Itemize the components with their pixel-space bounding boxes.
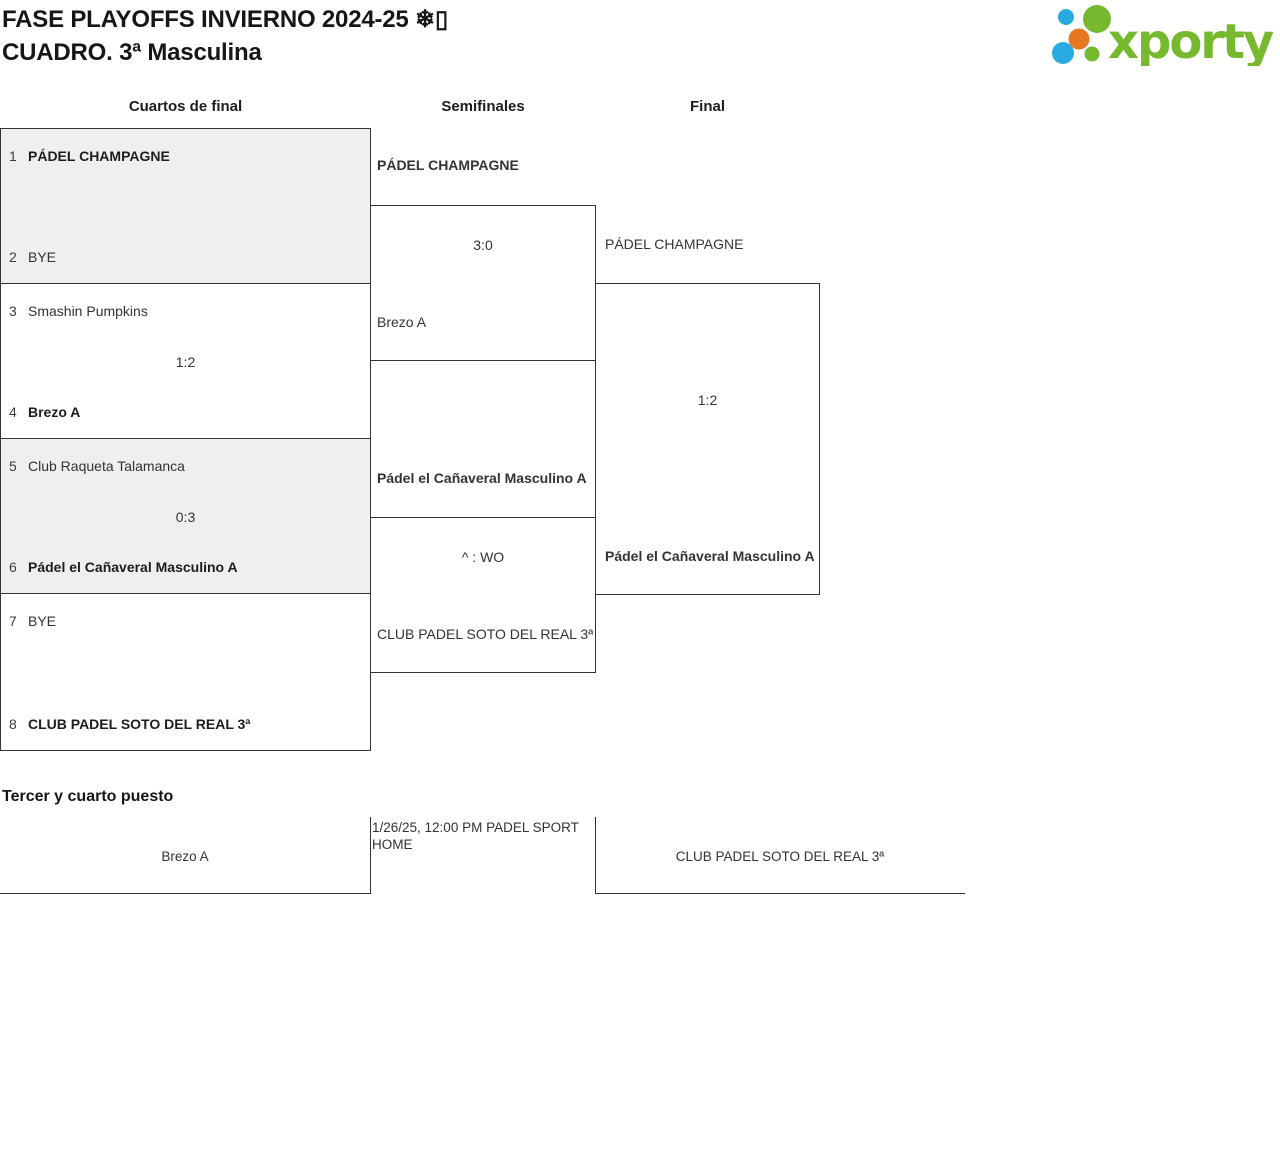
sf1-team-top: PÁDEL CHAMPAGNE xyxy=(377,157,519,173)
qf1-seed-bottom: 2 xyxy=(9,249,17,265)
qf2-team-bottom-name: Brezo A xyxy=(28,404,81,420)
qf2-seed-bottom: 4 xyxy=(9,404,17,420)
sf2-score: ^ : WO xyxy=(461,549,505,565)
logo-dot-green-large xyxy=(1083,5,1111,33)
qf2-seed-top: 3 xyxy=(9,303,17,319)
final-score: 1:2 xyxy=(697,392,718,408)
qf2-team-top: 3 Smashin Pumpkins xyxy=(9,302,364,320)
qf3-team-bottom-name: Pádel el Cañaveral Masculino A xyxy=(28,559,238,575)
round-header-final: Final xyxy=(689,98,725,115)
qf4-seed-bottom: 8 xyxy=(9,716,17,732)
qf3-team-top-name: Club Raqueta Talamanca xyxy=(28,458,185,474)
third-place-baseline-right xyxy=(595,893,965,894)
sf1-score: 3:0 xyxy=(473,237,493,253)
round-header-semifinals: Semifinales xyxy=(441,98,525,115)
qf2-team-top-name: Smashin Pumpkins xyxy=(28,303,148,319)
qf3-score: 0:3 xyxy=(175,509,196,525)
qf4-team-top: 7 BYE xyxy=(9,612,364,630)
qf4-seed-top: 7 xyxy=(9,613,17,629)
qf3-team-bottom: 6 Pádel el Cañaveral Masculino A xyxy=(9,558,364,576)
sf2-team-top: Pádel el Cañaveral Masculino A xyxy=(377,470,587,486)
qf1-team-top-name: PÁDEL CHAMPAGNE xyxy=(28,148,170,164)
sf-match-2-box xyxy=(370,517,596,673)
qf1-team-bottom-name: BYE xyxy=(28,249,57,265)
qf1-team-bottom: 2 BYE xyxy=(9,248,364,266)
third-place-baseline-left xyxy=(0,893,371,894)
third-place-connector-right-vertical xyxy=(595,817,596,894)
third-place-team-left: Brezo A xyxy=(161,849,209,864)
sf2-team-bottom: CLUB PADEL SOTO DEL REAL 3ª xyxy=(377,626,594,642)
logo-dot-green-small xyxy=(1084,46,1100,62)
final-match-box xyxy=(595,283,820,595)
sf1-team-bottom: Brezo A xyxy=(377,314,427,330)
logo-dot-orange xyxy=(1068,28,1090,50)
third-place-connector-left-vertical xyxy=(370,817,371,894)
qf4-team-bottom: 8 CLUB PADEL SOTO DEL REAL 3ª xyxy=(9,715,364,733)
round-header-quarterfinals: Cuartos de final xyxy=(128,98,243,115)
third-place-team-right: CLUB PADEL SOTO DEL REAL 3ª xyxy=(675,849,885,864)
page-title-line1: FASE PLAYOFFS INVIERNO 2024-25 ❄▯ xyxy=(2,6,448,33)
qf1-seed-top: 1 xyxy=(9,148,17,164)
logo-dot-blue-large xyxy=(1052,42,1074,64)
logo-dot-blue-small xyxy=(1058,9,1074,25)
qf3-seed-top: 5 xyxy=(9,458,17,474)
qf-match-4-box: 7 BYE 8 CLUB PADEL SOTO DEL REAL 3ª xyxy=(0,593,371,751)
qf3-seed-bottom: 6 xyxy=(9,559,17,575)
qf-match-1-box: 1 PÁDEL CHAMPAGNE 2 BYE xyxy=(0,128,371,284)
qf-match-3-box: 5 Club Raqueta Talamanca 0:3 6 Pádel el Ca… xyxy=(0,438,371,594)
qf3-team-top: 5 Club Raqueta Talamanca xyxy=(9,457,364,475)
xporty-logo[interactable]: xporty xyxy=(1046,2,1274,66)
third-place-heading: Tercer y cuarto puesto xyxy=(2,788,174,805)
final-team-bottom: Pádel el Cañaveral Masculino A xyxy=(605,548,815,564)
qf4-team-bottom-name: CLUB PADEL SOTO DEL REAL 3ª xyxy=(28,716,251,732)
sf-match-1-box xyxy=(370,205,596,361)
logo-wordmark: xporty xyxy=(1108,14,1274,66)
page-title-line2: CUADRO. 3ª Masculina xyxy=(2,39,262,66)
qf4-team-top-name: BYE xyxy=(28,613,57,629)
qf2-team-bottom: 4 Brezo A xyxy=(9,403,364,421)
qf-match-2-box: 3 Smashin Pumpkins 1:2 4 Brezo A xyxy=(0,283,371,439)
final-team-top: PÁDEL CHAMPAGNE xyxy=(605,236,744,252)
qf1-team-top: 1 PÁDEL CHAMPAGNE xyxy=(9,147,364,165)
page-title: FASE PLAYOFFS INVIERNO 2024-25 ❄▯ CUADRO.… xyxy=(2,3,448,69)
qf2-score: 1:2 xyxy=(175,354,196,370)
third-place-match-info: 1/26/25, 12:00 PM PADEL SPORT HOME xyxy=(372,820,579,852)
